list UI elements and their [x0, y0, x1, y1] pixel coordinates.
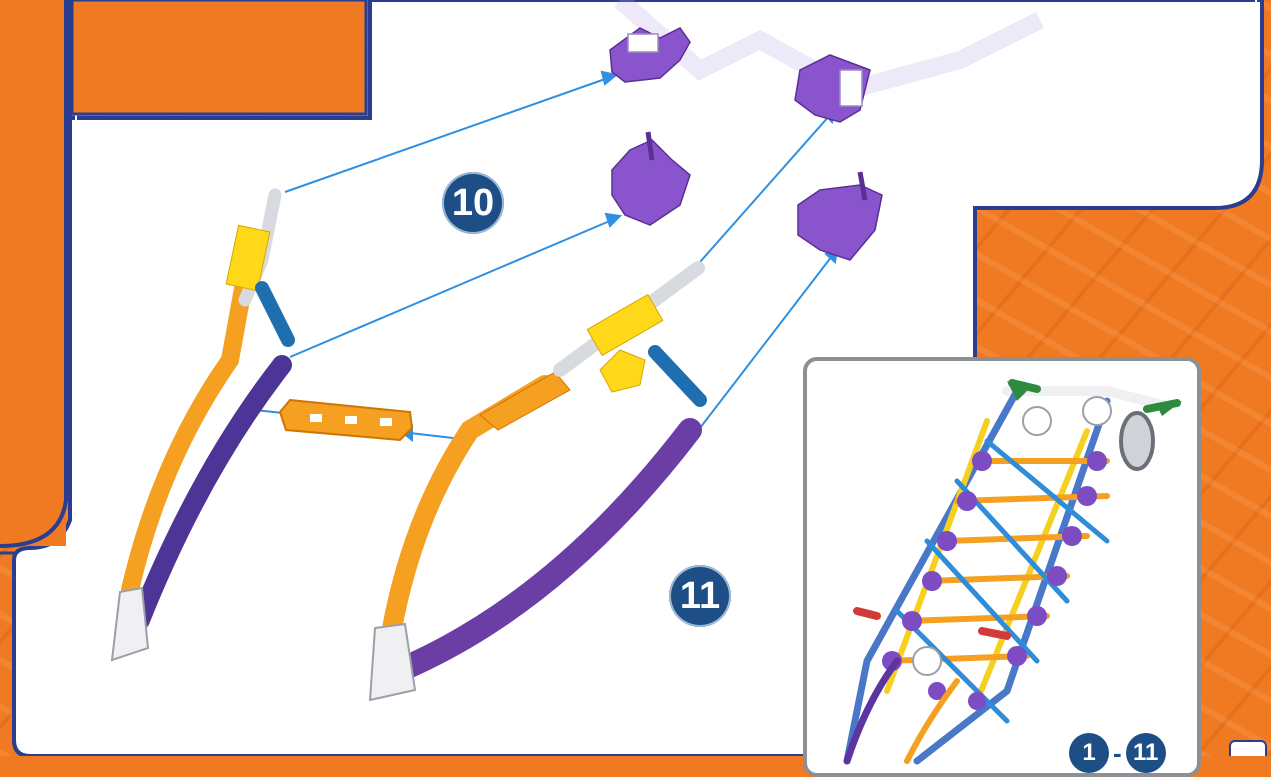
step-number-badge: 11: [669, 565, 731, 627]
top-orange-box: [72, 0, 366, 114]
page-corner-tab: [1229, 740, 1267, 756]
assembled-model-icon: [807, 361, 1197, 773]
completed-model-inset: 1 - 11: [803, 357, 1201, 777]
step-number-badge: 10: [442, 172, 504, 234]
step-range-badge: 1 - 11: [1069, 733, 1166, 773]
range-separator: -: [1113, 738, 1122, 769]
range-start-badge: 1: [1069, 733, 1109, 773]
range-end-badge: 11: [1126, 733, 1166, 773]
